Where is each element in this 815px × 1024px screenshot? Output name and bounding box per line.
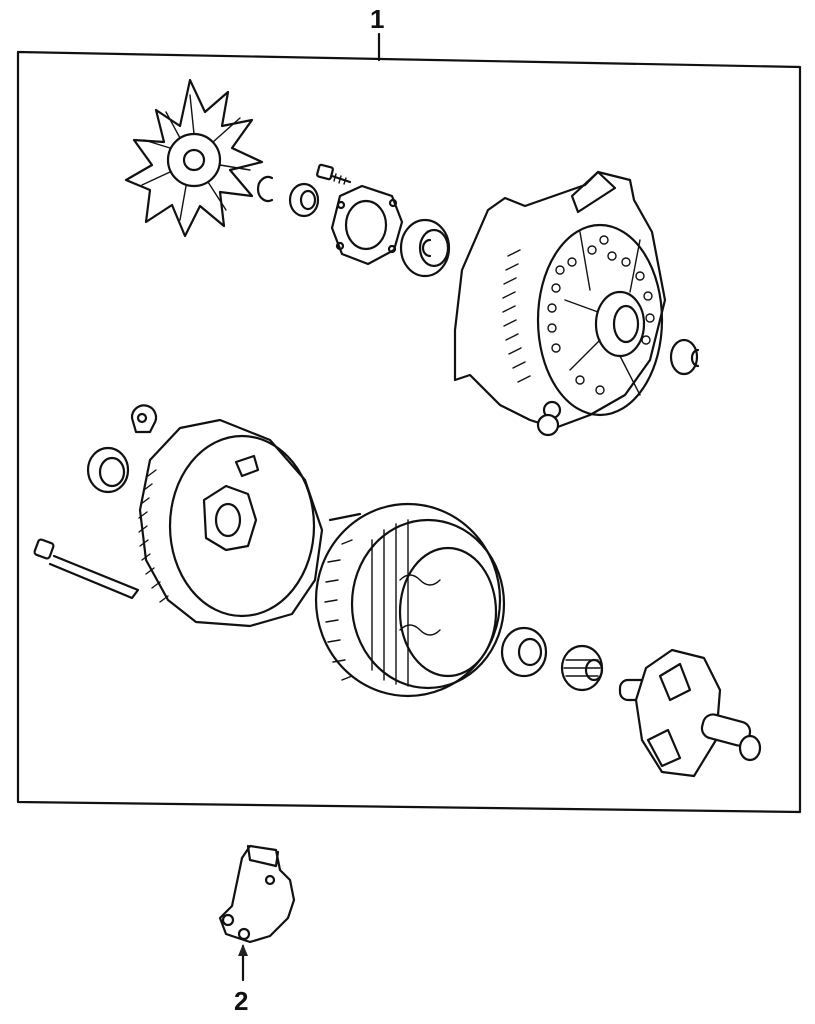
assembly-frame [16, 50, 802, 814]
callout-2-arrowhead [238, 944, 248, 956]
snap-ring[interactable] [256, 175, 274, 203]
front-bearing[interactable] [399, 218, 451, 278]
stator[interactable] [314, 502, 506, 698]
rotor-bearing[interactable] [500, 626, 548, 678]
fan[interactable] [124, 78, 264, 238]
rear-spacer[interactable] [669, 338, 700, 376]
through-bolt[interactable] [33, 538, 140, 600]
callout-2-label: 2 [234, 986, 248, 1016]
rotor-spacer[interactable] [560, 644, 604, 692]
callout-1-label: 1 [370, 4, 384, 34]
rear-bearing[interactable] [86, 446, 130, 494]
rotor[interactable] [618, 648, 762, 778]
terminal-cap[interactable] [130, 404, 158, 434]
mounting-bracket[interactable] [218, 844, 296, 944]
front-housing[interactable] [453, 170, 667, 437]
spacer[interactable] [288, 182, 320, 218]
rear-housing[interactable] [138, 418, 324, 628]
bearing-retainer[interactable] [330, 184, 404, 266]
callout-1[interactable]: 1 [370, 4, 384, 62]
retainer-screw[interactable] [316, 163, 352, 185]
callout-2[interactable]: 2 [234, 944, 248, 1016]
